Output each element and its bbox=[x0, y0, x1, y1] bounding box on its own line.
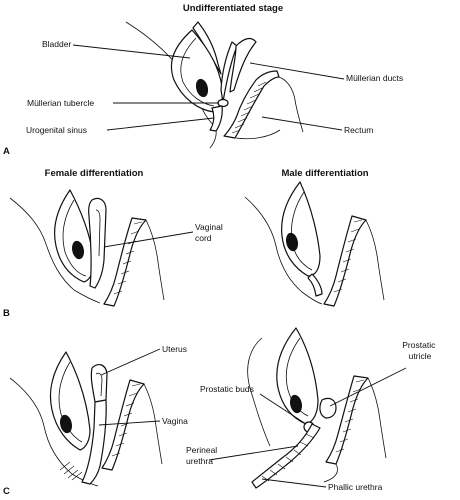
perineum-outline bbox=[235, 129, 281, 140]
label-perineal-urethra: Perineal urethra bbox=[186, 445, 220, 466]
label-phallic-urethra: Phallic urethra bbox=[328, 482, 383, 492]
female-b-gonad-spot bbox=[72, 240, 84, 260]
label-vaginal-cord-line-1: Vaginal bbox=[195, 222, 223, 232]
male-b-body-outline bbox=[244, 196, 323, 305]
female-c-uterus bbox=[90, 364, 108, 403]
title-female-differentiation: Female differentiation bbox=[45, 168, 144, 179]
male-c-bladder-inner bbox=[285, 337, 309, 417]
leader-bladder bbox=[72, 44, 191, 59]
leader-prostatic-buds bbox=[259, 393, 307, 425]
leader-vagina bbox=[98, 420, 161, 426]
label-urogenital-sinus: Urogenital sinus bbox=[26, 125, 87, 135]
male-c-urethra bbox=[251, 423, 321, 489]
panel-c-female-drawing bbox=[9, 351, 163, 487]
female-c-bladder-inner bbox=[58, 361, 83, 443]
label-mullerian-ducts: Müllerian ducts bbox=[346, 73, 403, 83]
male-c-caudal-outline bbox=[367, 377, 387, 459]
male-c-body-outline bbox=[247, 337, 271, 447]
leader-uterus bbox=[100, 348, 161, 376]
female-c-rectum-hatching bbox=[111, 383, 141, 457]
title-male-differentiation: Male differentiation bbox=[281, 168, 368, 179]
male-c-rectum bbox=[325, 375, 369, 465]
label-uterus: Uterus bbox=[162, 344, 187, 354]
panel-b-female-drawing bbox=[9, 189, 165, 307]
gonad-spot bbox=[195, 78, 209, 98]
leader-rectum bbox=[261, 116, 343, 131]
male-c-prostatic-utricle bbox=[319, 397, 337, 419]
label-vagina: Vagina bbox=[162, 416, 188, 426]
panel-label-a: A bbox=[3, 146, 10, 157]
female-b-primordium-lumen bbox=[95, 209, 101, 257]
label-prostatic-utricle-line-2: utricle bbox=[409, 351, 432, 361]
label-bladder: Bladder bbox=[42, 39, 71, 49]
leader-vaginal-cord bbox=[103, 231, 194, 248]
male-b-gonad-spot bbox=[286, 232, 298, 252]
leader-urogenital-sinus bbox=[106, 117, 215, 131]
male-b-rectum-hatching bbox=[333, 219, 363, 293]
panel-label-c: C bbox=[3, 486, 10, 497]
mullerian-tubercle-shape bbox=[217, 98, 229, 108]
male-c-rectum-hatching bbox=[335, 379, 365, 453]
bladder-shape bbox=[170, 29, 224, 113]
urogenital-sinus-shape bbox=[209, 105, 223, 132]
title-undifferentiated-stage: Undifferentiated stage bbox=[183, 3, 283, 14]
panel-a-drawing bbox=[125, 21, 304, 149]
leader-phallic-urethra bbox=[261, 478, 327, 488]
female-c-uterus-lumen bbox=[95, 372, 103, 397]
female-c-vagina bbox=[81, 399, 107, 485]
label-rectum: Rectum bbox=[344, 125, 373, 135]
rectum-hatching bbox=[231, 81, 267, 134]
leader-mullerian-ducts bbox=[249, 62, 345, 80]
male-c-urethra-hatching bbox=[261, 433, 315, 482]
male-b-caudal-outline bbox=[365, 219, 385, 301]
label-prostatic-utricle: Prostatic utricle bbox=[402, 340, 437, 361]
female-b-rectum bbox=[103, 217, 147, 307]
panel-c-male-drawing bbox=[247, 327, 387, 489]
label-vaginal-cord: Vaginal cord bbox=[195, 222, 225, 243]
male-c-perineum-outline bbox=[323, 463, 338, 483]
female-c-bladder bbox=[49, 351, 91, 451]
male-b-bladder bbox=[281, 181, 321, 277]
male-b-urethra-bud bbox=[307, 273, 323, 297]
female-c-caudal-outline bbox=[143, 383, 163, 465]
female-b-bladder-inner bbox=[62, 199, 87, 277]
female-b-body-outline bbox=[9, 197, 101, 304]
rectum-shape bbox=[223, 70, 280, 139]
female-c-gonad-spot bbox=[60, 414, 72, 434]
label-prostatic-buds: Prostatic buds bbox=[200, 384, 254, 394]
label-vaginal-cord-line-2: cord bbox=[195, 233, 212, 243]
female-b-uterovaginal-primordium bbox=[88, 197, 107, 289]
mullerian-duct-upper bbox=[229, 37, 257, 93]
caudal-outline bbox=[278, 76, 304, 133]
panel-b-male-drawing bbox=[244, 181, 385, 307]
panel-label-b: B bbox=[3, 308, 10, 319]
female-c-vestibule-hatching bbox=[59, 461, 83, 481]
female-b-caudal-outline bbox=[145, 219, 165, 301]
leader-perineal-urethra bbox=[208, 445, 299, 461]
label-prostatic-utricle-line-1: Prostatic bbox=[402, 340, 436, 350]
label-perineal-urethra-line-2: urethra bbox=[186, 456, 213, 466]
leader-prostatic-utricle bbox=[329, 367, 407, 407]
label-perineal-urethra-line-1: Perineal bbox=[186, 445, 217, 455]
label-mullerian-tubercle: Müllerian tubercle bbox=[27, 98, 94, 108]
male-c-gonad-spot bbox=[290, 394, 302, 414]
